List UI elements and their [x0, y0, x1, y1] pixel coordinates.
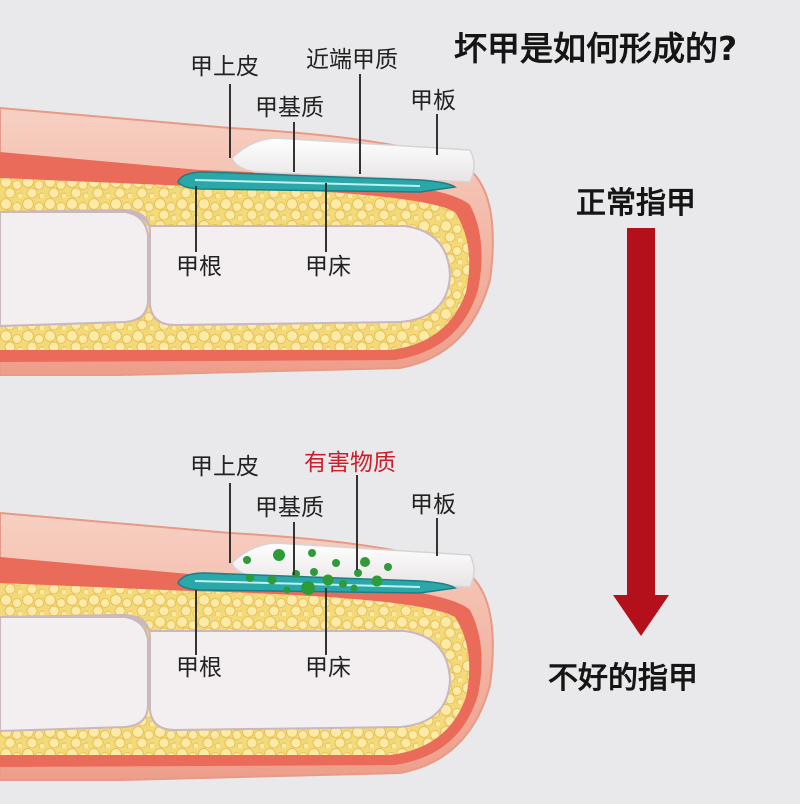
label-harmful-substance: 有害物质: [304, 450, 396, 476]
label-matrix: 甲基质: [255, 95, 324, 121]
nail-plate: [231, 137, 475, 183]
normal-finger: [0, 106, 494, 376]
label-nail-bed: 甲床: [305, 655, 351, 681]
label-nail-root: 甲根: [176, 254, 222, 280]
label-nail-plate: 甲板: [410, 88, 456, 114]
bone-proximal: [0, 211, 149, 328]
label-proximal-matrix: 近端甲质: [306, 47, 398, 73]
label-cuticle: 甲上皮: [190, 454, 259, 480]
label-nail-bed: 甲床: [305, 254, 351, 280]
bad-nail-label: 不好的指甲: [548, 661, 698, 696]
leader-lines-bottom: [195, 475, 438, 655]
bad-finger: [0, 511, 494, 781]
normal-nail-label: 正常指甲: [576, 186, 696, 221]
label-cuticle: 甲上皮: [190, 54, 259, 80]
label-nail-root: 甲根: [176, 655, 222, 681]
down-arrow-icon: [613, 228, 669, 636]
bone: [0, 613, 452, 732]
label-matrix: 甲基质: [255, 495, 324, 521]
matrix-line: [177, 171, 457, 193]
harmful-substance-dots: [243, 549, 392, 595]
bone: [0, 208, 452, 327]
page-title: 坏甲是如何形成的?: [454, 29, 738, 68]
bone-proximal: [0, 616, 149, 733]
leader-lines-top: [195, 74, 438, 252]
label-nail-plate: 甲板: [410, 492, 456, 518]
